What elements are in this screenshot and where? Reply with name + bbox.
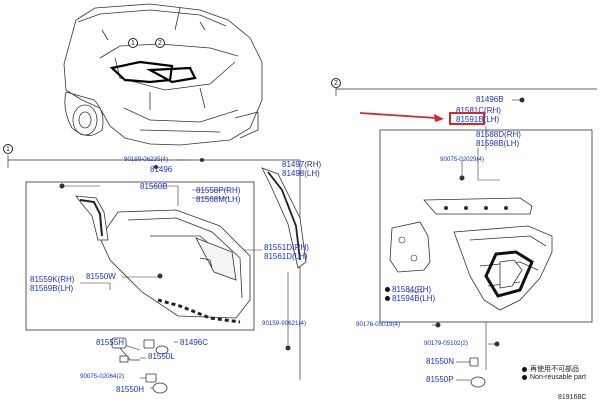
- part-90176-05019[interactable]: 90176-05019(4): [356, 321, 401, 328]
- section-marker-1: 1: [3, 144, 13, 154]
- car-marker-2: 2: [155, 38, 165, 48]
- part-81550W[interactable]: 81550W: [86, 272, 116, 281]
- part-81598B[interactable]: 81598B(LH): [476, 139, 520, 148]
- part-81584[interactable]: 81584(RH): [392, 285, 432, 294]
- part-81581C[interactable]: 81581C(RH): [456, 106, 501, 115]
- part-81558P[interactable]: 81558P(RH): [196, 186, 241, 195]
- part-90075-02029[interactable]: 90075-02029(4): [440, 156, 485, 163]
- part-81559K[interactable]: 81559K(RH): [30, 275, 75, 284]
- legend-row-en: Non-reusable part: [522, 374, 586, 381]
- car-marker-1: 1: [128, 38, 138, 48]
- part-81591B[interactable]: 81591B(LH): [456, 115, 500, 124]
- part-81561D[interactable]: 81561D(LH): [264, 252, 308, 261]
- part-81550P[interactable]: 81550P: [426, 375, 454, 384]
- part-90075-02064[interactable]: 90075-02064(2): [80, 373, 125, 380]
- legend-text-en: Non-reusable part: [530, 374, 587, 381]
- highlight-box: [449, 112, 485, 125]
- part-81560B[interactable]: 81560B: [140, 182, 168, 191]
- part-81569B[interactable]: 81569B(LH): [30, 284, 74, 293]
- part-90159-90621[interactable]: 90159-90621(4): [262, 320, 307, 327]
- legend-row-jp: 再使用不可部品: [522, 364, 579, 374]
- part-81550L[interactable]: 81550L: [148, 352, 175, 361]
- part-81496C[interactable]: 81496C: [180, 338, 209, 347]
- part-81568M[interactable]: 81568M(LH): [196, 195, 241, 204]
- legend-dot-icon: [522, 374, 527, 380]
- part-81588D[interactable]: 81588D(RH): [476, 130, 521, 139]
- part-81496B[interactable]: 81496B: [476, 95, 504, 104]
- non-reusable-dot: [385, 296, 390, 301]
- part-81498[interactable]: 81498(LH): [282, 169, 320, 178]
- part-81551D[interactable]: 81551D(RH): [264, 243, 309, 252]
- legend-dot-icon: [522, 366, 527, 372]
- legend-text-jp: 再使用不可部品: [530, 366, 579, 373]
- part-81497[interactable]: 81497(RH): [282, 160, 322, 169]
- part-81496[interactable]: 81496: [150, 165, 173, 174]
- part-81550H[interactable]: 81550H: [116, 385, 145, 394]
- part-90189-06235[interactable]: 90189-06235(4): [124, 156, 169, 163]
- non-reusable-dot: [385, 287, 390, 292]
- part-81594B[interactable]: 81594B(LH): [392, 294, 436, 303]
- part-90179-05102[interactable]: 90179-05102(2): [424, 340, 469, 347]
- diagram-number: 819168C: [558, 394, 587, 401]
- part-81550N[interactable]: 81550N: [426, 357, 455, 366]
- section-marker-2: 2: [331, 78, 341, 88]
- part-81555H[interactable]: 81555H: [96, 338, 125, 347]
- car-outline: [63, 3, 263, 146]
